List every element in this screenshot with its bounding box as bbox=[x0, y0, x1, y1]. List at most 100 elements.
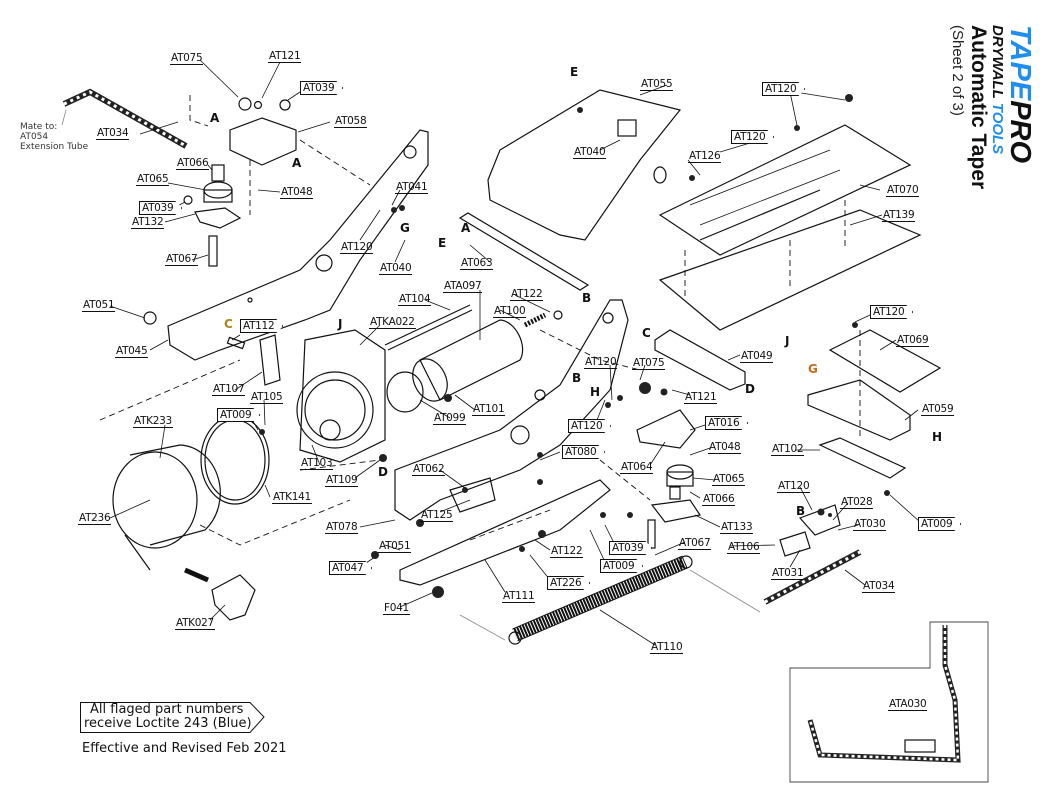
sheet-number: (Sheet 2 of 3) bbox=[949, 25, 966, 116]
part-label-at111: AT111 bbox=[502, 590, 536, 603]
part-label-at102: AT102 bbox=[771, 443, 805, 456]
part-label-at120: AT120 bbox=[762, 82, 805, 96]
brand-sub-part: TOOLS bbox=[989, 102, 1006, 155]
reference-letter-b: B bbox=[572, 371, 582, 385]
part-label-at105: AT105 bbox=[250, 391, 284, 404]
part-label-at080: AT080 bbox=[562, 445, 605, 459]
part-label-at132: AT132 bbox=[131, 216, 165, 229]
loctite-line: All flaged part numbers bbox=[90, 702, 244, 717]
part-label-at107: AT107 bbox=[212, 383, 246, 396]
part-label-at062: AT062 bbox=[412, 463, 446, 476]
part-label-at121: AT121 bbox=[684, 391, 718, 404]
part-label-at110: AT110 bbox=[650, 641, 684, 654]
part-label-at051: AT051 bbox=[82, 299, 116, 312]
reference-letter-g: G bbox=[808, 362, 818, 376]
part-label-at064: AT064 bbox=[620, 461, 654, 474]
part-label-at236: AT236 bbox=[78, 512, 112, 525]
part-label-at041: AT041 bbox=[395, 181, 429, 194]
reference-letter-d: D bbox=[378, 465, 388, 479]
reference-letter-j: J bbox=[785, 334, 790, 348]
part-label-at112: AT112 bbox=[240, 319, 283, 333]
bar-at049 bbox=[654, 329, 746, 391]
reference-letter-h: H bbox=[590, 385, 601, 399]
plate-at102 bbox=[818, 437, 907, 479]
reference-letter-c: C bbox=[224, 317, 233, 331]
loctite-note: All flaged part numbers receive Loctite … bbox=[80, 702, 265, 733]
arm-at111 bbox=[399, 479, 611, 586]
shield-atk233 bbox=[112, 451, 198, 549]
part-label-at125: AT125 bbox=[420, 509, 454, 522]
part-label-at075: AT075 bbox=[632, 357, 666, 370]
part-label-at120: AT120 bbox=[584, 356, 618, 369]
brand-part: PRO bbox=[1004, 100, 1036, 164]
reference-letter-j: J bbox=[338, 317, 343, 331]
part-label-at078: AT078 bbox=[325, 521, 359, 534]
part-label-at030: AT030 bbox=[853, 518, 887, 531]
part-label-at065: AT065 bbox=[712, 473, 746, 486]
part-label-at009: AT009 bbox=[600, 559, 643, 573]
part-label-at039: AT039 bbox=[300, 81, 343, 95]
chain-at034-lower bbox=[763, 549, 862, 605]
brand-part: TAPE bbox=[1004, 25, 1036, 101]
reference-letter-a: A bbox=[210, 111, 220, 125]
part-label-at034: AT034 bbox=[862, 580, 896, 593]
cylinder-ata097 bbox=[419, 319, 524, 401]
reference-letter-g: G bbox=[400, 221, 410, 235]
part-label-at126: AT126 bbox=[688, 150, 722, 163]
part-label-at067: AT067 bbox=[165, 253, 199, 266]
knob-atk027 bbox=[211, 574, 256, 621]
part-label-at048: AT048 bbox=[280, 186, 314, 199]
part-label-at121: AT121 bbox=[268, 50, 302, 63]
reference-letter-a: A bbox=[461, 221, 471, 235]
part-label-at039: AT039 bbox=[139, 201, 182, 215]
part-label-at070: AT070 bbox=[886, 184, 920, 197]
part-label-at106: AT106 bbox=[727, 541, 761, 554]
plate-at139 bbox=[658, 209, 922, 331]
mate-note-line: Extension Tube bbox=[20, 142, 89, 152]
spring-at110 bbox=[508, 555, 693, 645]
part-label-at069: AT069 bbox=[896, 334, 930, 347]
part-label-atk141: ATK141 bbox=[272, 491, 312, 504]
part-label-at075: AT075 bbox=[170, 52, 204, 65]
part-label-at049: AT049 bbox=[740, 350, 774, 363]
part-label-at051: AT051 bbox=[378, 540, 412, 553]
part-label-at065: AT065 bbox=[136, 173, 170, 186]
title-block: TAPEPRO DRYWALL TOOLS Automatic Taper (S… bbox=[930, 25, 1040, 215]
bracket-at058 bbox=[229, 117, 297, 166]
part-label-at226: AT226 bbox=[547, 576, 590, 590]
part-label-at120: AT120 bbox=[568, 419, 611, 433]
part-label-at066: AT066 bbox=[176, 157, 210, 170]
reference-letter-a: A bbox=[292, 156, 302, 170]
part-label-at100: AT100 bbox=[493, 305, 527, 318]
part-label-at045: AT045 bbox=[115, 345, 149, 358]
brand-sub-part: DRYWALL bbox=[989, 25, 1006, 103]
part-label-at016: AT016 bbox=[705, 416, 748, 430]
loctite-line: receive Loctite 243 (Blue) bbox=[84, 716, 252, 731]
side-plate-left bbox=[167, 129, 429, 361]
ring-atk141 bbox=[200, 415, 270, 505]
part-label-at028: AT028 bbox=[840, 496, 874, 509]
part-label-at031: AT031 bbox=[771, 567, 805, 580]
part-label-at059: AT059 bbox=[921, 403, 955, 416]
part-label-at067: AT067 bbox=[678, 537, 712, 550]
part-label-at122: AT122 bbox=[550, 545, 584, 558]
part-label-at063: AT063 bbox=[460, 257, 494, 270]
part-label-at133: AT133 bbox=[720, 521, 754, 534]
block-at016 bbox=[636, 409, 696, 449]
part-label-at034: AT034 bbox=[96, 127, 130, 140]
part-label-ata030: ATA030 bbox=[888, 698, 928, 711]
part-label-at120: AT120 bbox=[340, 241, 374, 254]
brand-logo: TAPEPRO bbox=[1004, 25, 1036, 189]
chain-at034 bbox=[62, 88, 188, 149]
product-title: Automatic Taper bbox=[967, 25, 990, 190]
side-plate-right bbox=[394, 299, 629, 521]
part-label-at101: AT101 bbox=[472, 403, 506, 416]
reference-letter-d: D bbox=[745, 382, 755, 396]
mate-note-line: Mate to: bbox=[20, 122, 58, 132]
part-label-atka022: ATKA022 bbox=[369, 316, 416, 329]
part-label-at047: AT047 bbox=[329, 561, 372, 575]
part-label-at055: AT055 bbox=[640, 78, 674, 91]
part-label-at009: AT009 bbox=[217, 408, 260, 422]
part-label-at048: AT048 bbox=[708, 441, 742, 454]
